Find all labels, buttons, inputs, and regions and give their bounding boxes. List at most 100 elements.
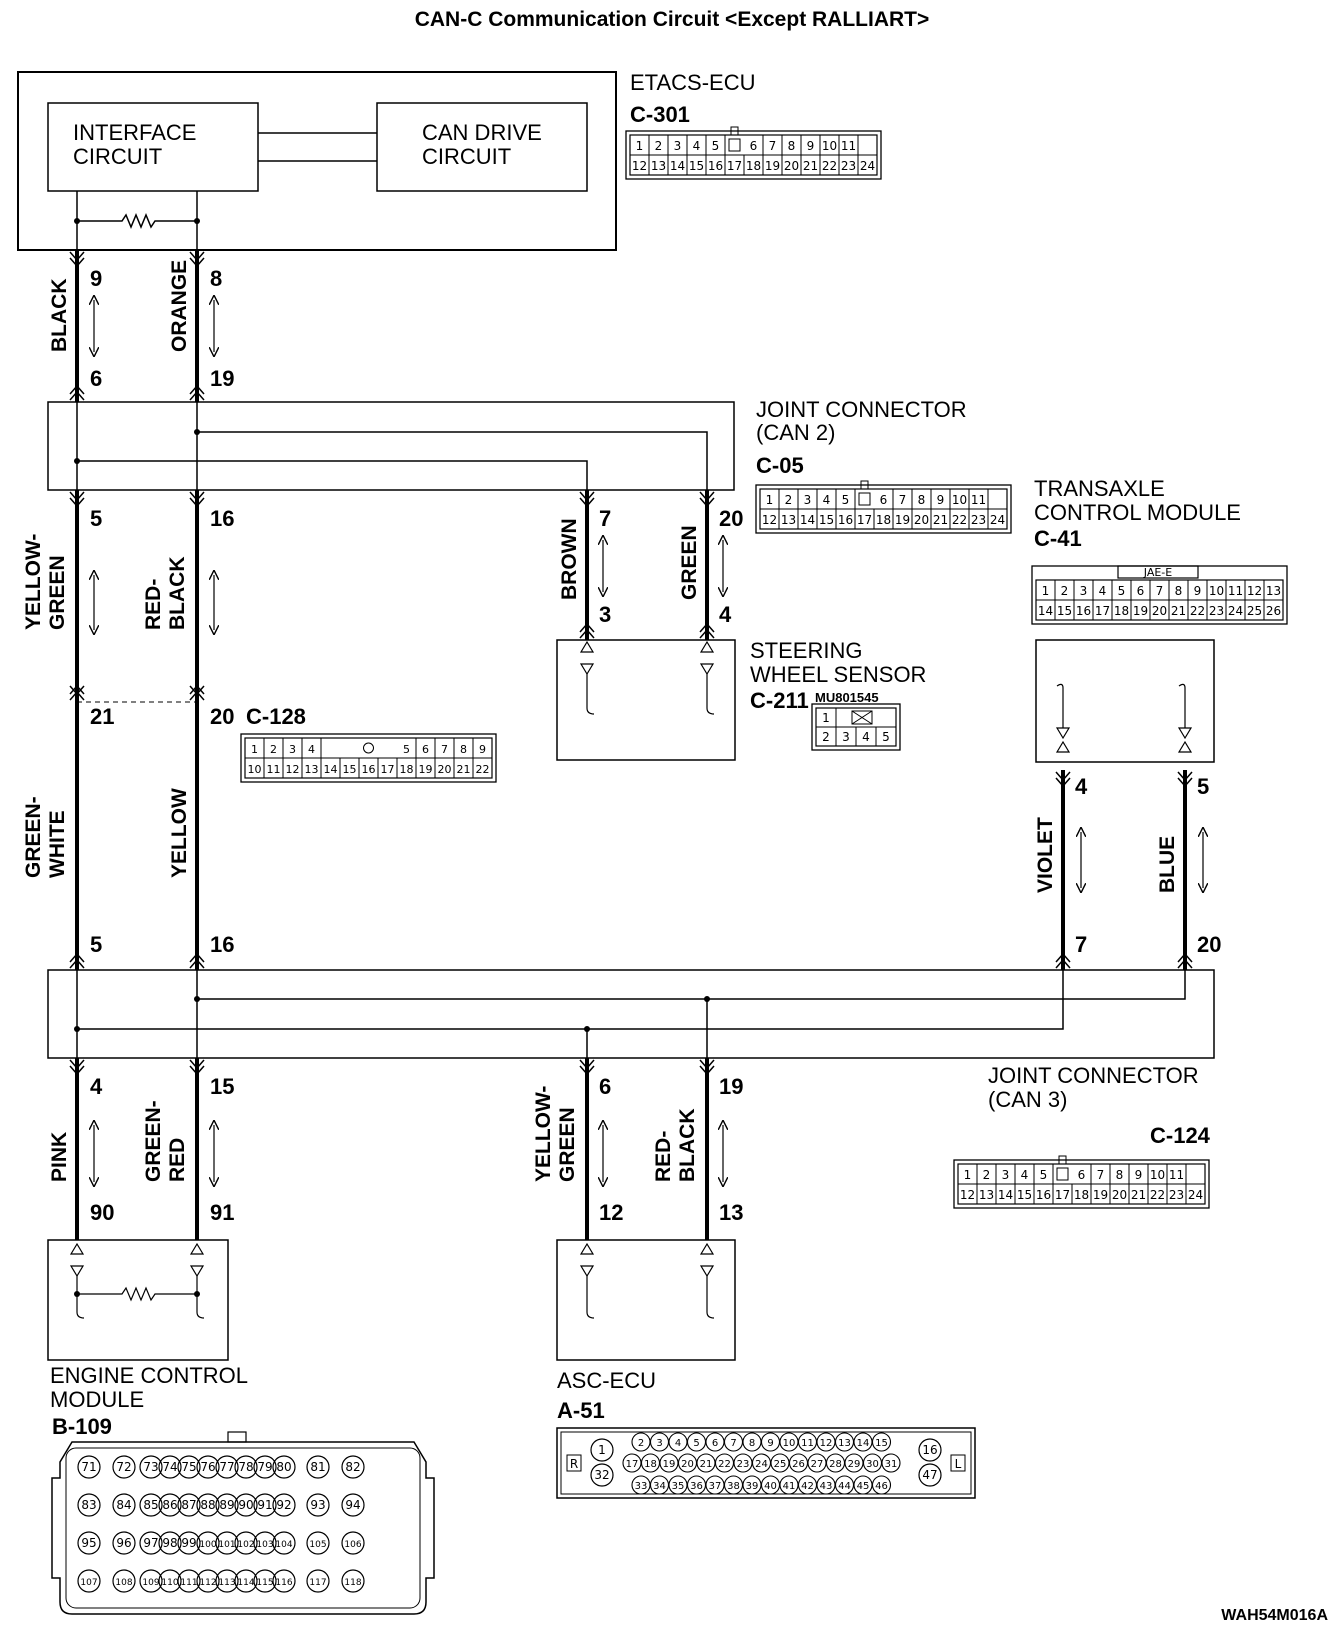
connector-pin: 9: [937, 493, 945, 507]
break-chevron: [69, 384, 85, 401]
connector-pin: 103: [256, 1540, 273, 1550]
connector-pin: 104: [275, 1540, 292, 1550]
connector-pin: 10: [248, 763, 262, 776]
pin-jc3-in-a: 7: [1075, 932, 1087, 957]
connector-pin: 16: [1076, 604, 1091, 618]
connector-pin: 5: [712, 139, 720, 153]
connector-pin: 35: [672, 1481, 685, 1492]
connector-pin: 5: [1040, 1168, 1048, 1182]
connector-pin: 8: [918, 493, 926, 507]
connector-pin: 10: [783, 1438, 796, 1449]
connector-pin: 23: [737, 1459, 750, 1470]
connector-pin: 81: [310, 1460, 325, 1474]
pin-asc-r: 13: [719, 1200, 743, 1225]
connector-pin: 2: [983, 1168, 991, 1182]
wire-label-green-red-a: GREEN-: [142, 1100, 165, 1182]
connector-pin: 5: [693, 1438, 699, 1449]
connector-pin: 21: [1131, 1188, 1146, 1202]
wire-label-yellow-green-1a: YELLOW-: [22, 534, 45, 630]
break-chevron: [189, 952, 205, 969]
connector-pin: 115: [256, 1578, 273, 1588]
connector-pin: 12: [820, 1438, 833, 1449]
connector-pin: 4: [1021, 1168, 1029, 1182]
wire-label-red-black-1a: RED-: [142, 579, 165, 630]
connector-pin: 42: [801, 1481, 814, 1492]
connector-pin: 19: [1093, 1188, 1108, 1202]
joint-connector-can2-box: [47, 401, 735, 491]
connector-pin: 22: [476, 763, 490, 776]
connector-pin: 15: [1017, 1188, 1032, 1202]
connector-pin: 74: [162, 1460, 177, 1474]
pin-tcm-l: 4: [1075, 774, 1088, 799]
connector-pin: 20: [438, 763, 452, 776]
interface-circuit-box: [47, 102, 259, 192]
wire-label-red-black-2b: BLACK: [676, 1109, 699, 1183]
connector-pin: 4: [675, 1438, 681, 1449]
break-chevron: [69, 684, 85, 701]
connector-pin: 46: [875, 1481, 888, 1492]
connector-pin: 111: [180, 1578, 197, 1588]
connector-pin: 87: [181, 1498, 196, 1512]
connector-pin: 13: [1266, 584, 1281, 598]
harness-wires: [75, 250, 1187, 1240]
connector-pin: 97: [143, 1536, 158, 1550]
pin-jc2-in-r: 19: [210, 366, 234, 391]
connector-pin: 21: [457, 763, 471, 776]
connector-pin: 90: [238, 1498, 253, 1512]
connector-pin: 9: [767, 1438, 773, 1449]
connector-pin: 16: [922, 1443, 937, 1457]
connector-pin: 108: [115, 1578, 132, 1588]
connector-pin: 13: [979, 1188, 994, 1202]
connector-pin: 15: [875, 1438, 888, 1449]
connector-pin: 8: [1175, 584, 1183, 598]
connector-pin: 20: [1112, 1188, 1127, 1202]
connector-pin: 11: [267, 763, 281, 776]
break-chevron: [189, 1059, 205, 1076]
connector-pin: 25: [1247, 604, 1262, 618]
connector-pin: 7: [1156, 584, 1164, 598]
connector-pin: 1: [964, 1168, 972, 1182]
break-chevron: [189, 491, 205, 508]
connector-pin: 18: [876, 513, 891, 527]
connector-pin: 15: [819, 513, 834, 527]
jc3-label-1: JOINT CONNECTOR: [988, 1063, 1199, 1088]
pin-numbers: 9 8 6 19 5 16 7 20 3 4 21 20 5 16 4 5 7 …: [90, 266, 1221, 1225]
connector-pin: 88: [200, 1498, 215, 1512]
pin-sws-l: 3: [599, 602, 611, 627]
connector-pin: 19: [419, 763, 433, 776]
connector-pin: 33: [635, 1481, 648, 1492]
connector-pin: 3: [1080, 584, 1088, 598]
connector-pin: 3: [1002, 1168, 1010, 1182]
connector-pin: 12: [632, 159, 647, 173]
transaxle-control-module-box: [1035, 639, 1215, 763]
connector-pin: 13: [305, 763, 319, 776]
connector-pin: 9: [1135, 1168, 1143, 1182]
connector-pin: 2: [655, 139, 663, 153]
connector-pin: 17: [1055, 1188, 1070, 1202]
connector-pin: 22: [952, 513, 967, 527]
connector-pin: 6: [422, 743, 429, 756]
connector-pin: 25: [774, 1459, 787, 1470]
connector-pin: 1: [766, 493, 774, 507]
pin-jc3-out-b: 19: [719, 1074, 743, 1099]
connector-pin: 9: [807, 139, 815, 153]
connector-pin: 80: [276, 1460, 291, 1474]
connector-pin: 19: [765, 159, 780, 173]
connector-pin: 14: [998, 1188, 1013, 1202]
connector-pin: 45: [857, 1481, 870, 1492]
connector-pin: 17: [1095, 604, 1110, 618]
connector-pin: 96: [116, 1536, 131, 1550]
connector-pin: 73: [143, 1460, 158, 1474]
connector-pin: 6: [712, 1438, 718, 1449]
wire-label-yellow-green-2b: GREEN: [556, 1107, 579, 1182]
connector-pin: 4: [862, 730, 870, 744]
connector-pin: 23: [841, 159, 856, 173]
connector-pin: 23: [1169, 1188, 1184, 1202]
ecm-internal: [69, 1242, 205, 1319]
connector-pin: 22: [718, 1459, 731, 1470]
connector-pin: 12: [960, 1188, 975, 1202]
connector-pin: 28: [829, 1459, 842, 1470]
connector-pin: 7: [1097, 1168, 1105, 1182]
connector-pin: 23: [1209, 604, 1224, 618]
